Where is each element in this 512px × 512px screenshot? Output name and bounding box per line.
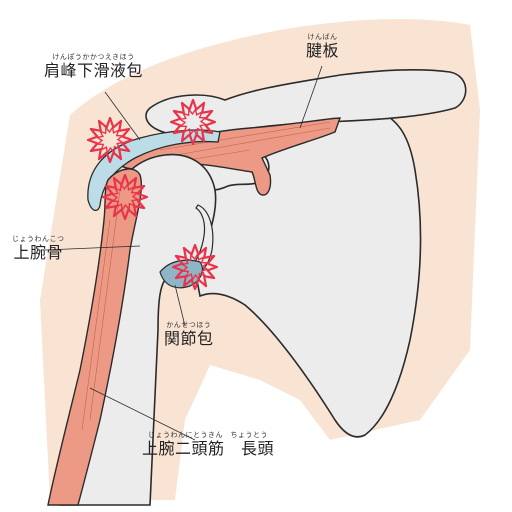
pain-burst-inner-icon [180, 252, 210, 282]
pain-burst-icon [86, 116, 134, 164]
ruby-tendon-plate: けんばん [307, 33, 338, 41]
pain-burst-inner-icon [95, 125, 125, 155]
text-tendon-plate: 腱板 [306, 41, 340, 60]
leader-humerus [44, 245, 141, 251]
label-humerus: じょうわんこつ 上腕骨 [12, 236, 65, 261]
leader-biceps [89, 387, 196, 441]
pain-burst-inner-icon [110, 182, 140, 212]
text-joint-capsule: 関節包 [164, 329, 214, 348]
label-joint-capsule: かんせつほう 関節包 [164, 322, 214, 347]
leader-tendon [299, 65, 323, 129]
ruby-joint-capsule: かんせつほう [166, 321, 212, 329]
label-tendon-plate: けんばん 腱板 [306, 34, 339, 59]
leader-bursa [104, 91, 141, 141]
text-biceps-long-head: 上腕二頭筋 長頭 [142, 439, 275, 458]
text-humerus: 上腕骨 [13, 243, 63, 262]
label-biceps-long-head: じょうわんにとうきん ちょうとう 上腕二頭筋 長頭 [142, 432, 274, 457]
pain-burst-inner-icon [178, 107, 208, 137]
label-subacromial-bursa: けんぽうかかつえきほう 肩峰下滑液包 [44, 54, 143, 79]
pain-burst-icon [171, 243, 219, 291]
pain-burst-icon [101, 173, 149, 221]
leader-capsule [174, 284, 186, 327]
ruby-biceps-long-head: じょうわんにとうきん ちょうとう [148, 431, 268, 439]
ruby-humerus: じょうわんこつ [12, 235, 65, 243]
pain-burst-icon [169, 98, 217, 146]
ruby-subacromial-bursa: けんぽうかかつえきほう [52, 53, 135, 61]
text-subacromial-bursa: 肩峰下滑液包 [44, 61, 144, 80]
